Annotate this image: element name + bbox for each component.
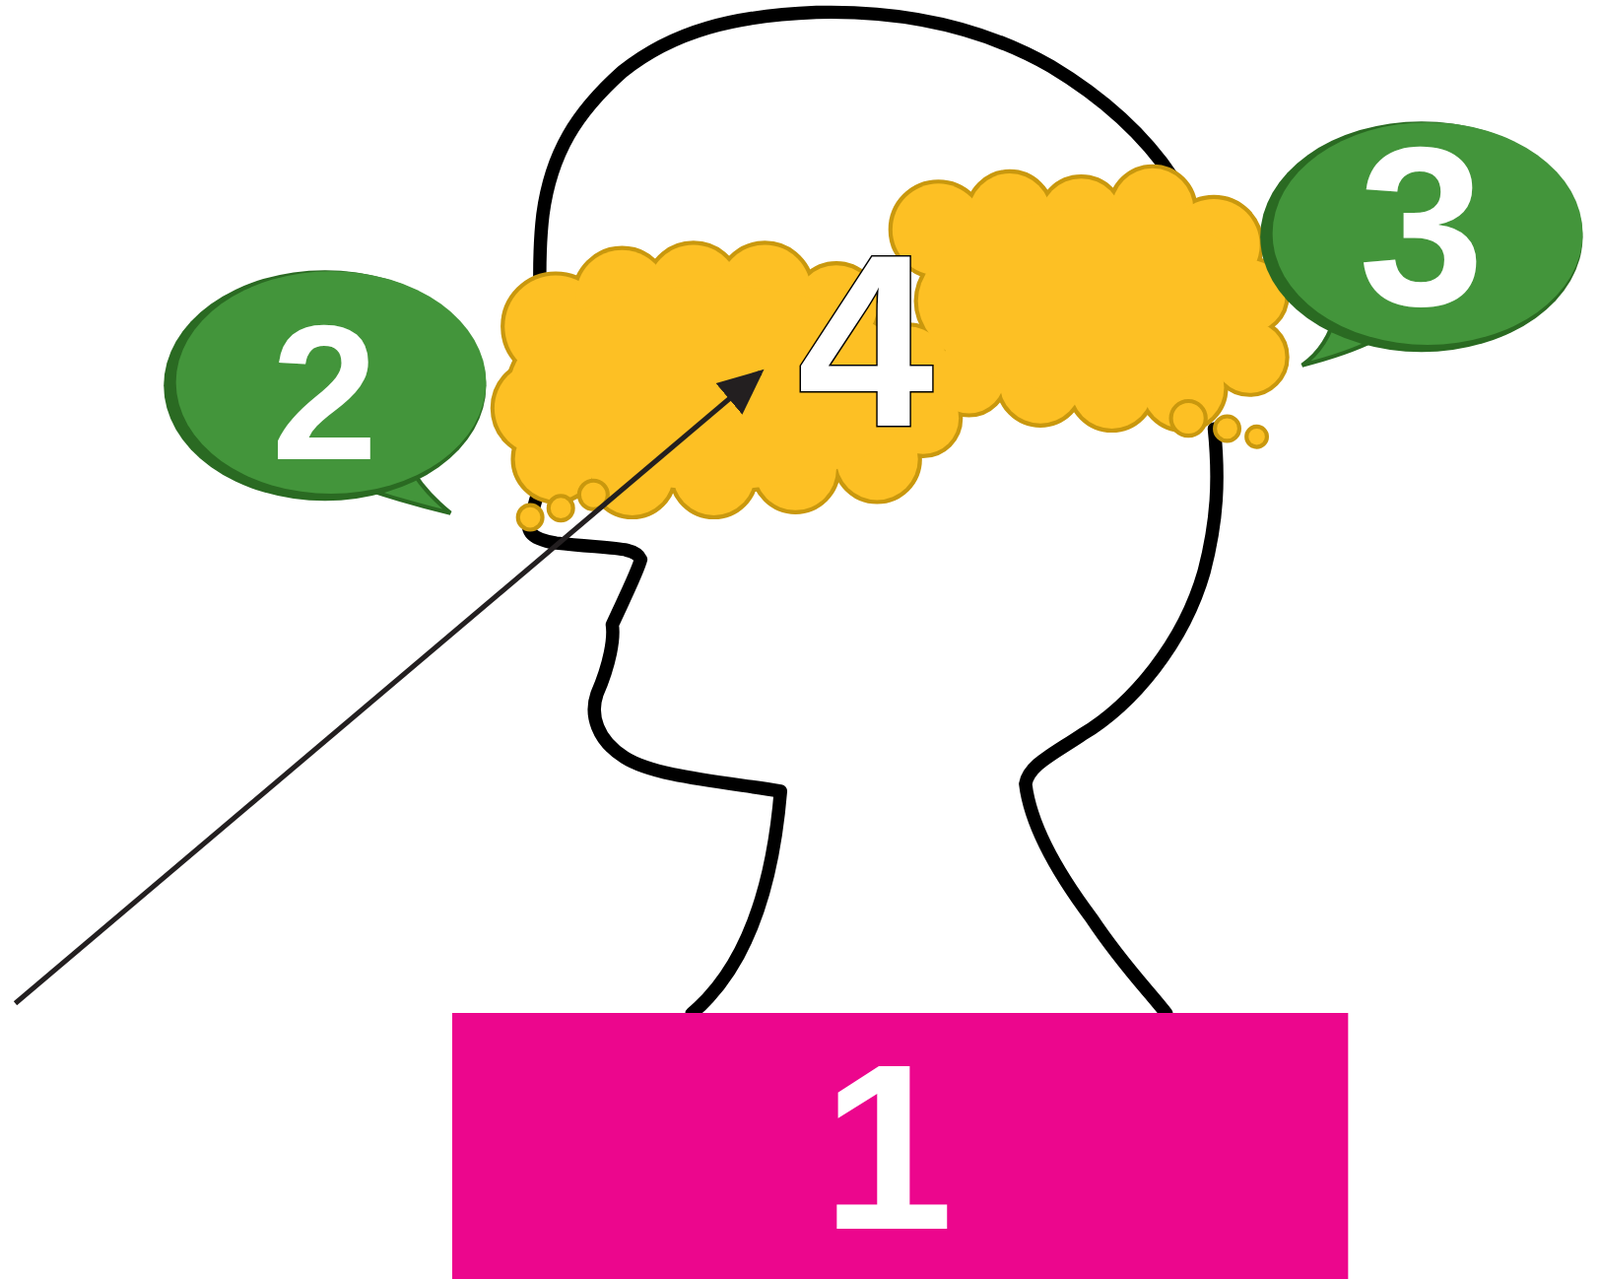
- speech-bubble-node: 3: [1255, 117, 1593, 373]
- speech-bubble-node: 2: [158, 265, 496, 519]
- leader-line: [15, 372, 761, 1003]
- pink-box: 1: [452, 1012, 1348, 1279]
- callout-number: 4: [797, 218, 934, 465]
- callout-number: 2: [270, 296, 378, 489]
- callout-number: 3: [1358, 113, 1485, 340]
- callout-number: 1: [821, 1028, 954, 1266]
- head-outline: [528, 11, 1217, 1013]
- thought-cloud-node: 4: [497, 173, 1286, 532]
